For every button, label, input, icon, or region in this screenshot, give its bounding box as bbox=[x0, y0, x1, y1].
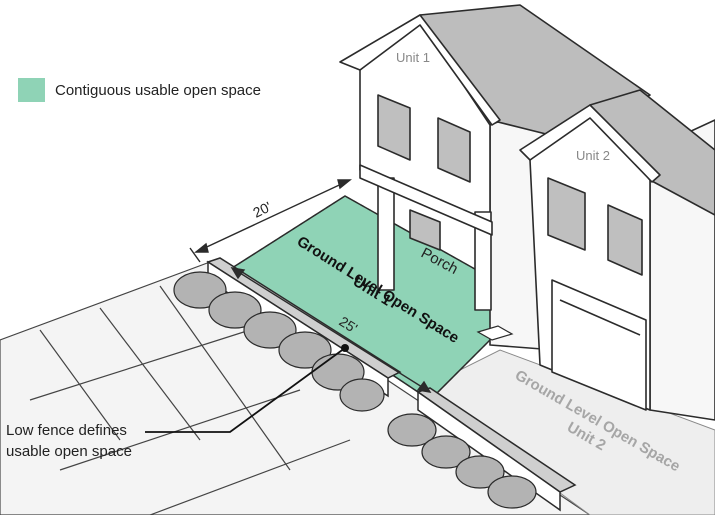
porch-steps bbox=[476, 325, 514, 341]
unit2-ground bbox=[419, 349, 715, 516]
label-unit1-house: Unit 1 bbox=[396, 50, 430, 65]
house-unit-2 bbox=[519, 89, 715, 421]
fence-callout: Low fence defines usable open space bbox=[6, 420, 132, 462]
legend-swatch bbox=[18, 78, 45, 102]
callout-line-1: Low fence defines bbox=[6, 422, 127, 439]
legend-label: Contiguous usable open space bbox=[55, 81, 261, 99]
label-dim-width: 20' bbox=[250, 198, 273, 220]
dimension-20ft bbox=[189, 179, 352, 263]
callout-line-2: usable open space bbox=[6, 443, 132, 460]
label-unit2-house: Unit 2 bbox=[576, 148, 610, 163]
dimension-25ft bbox=[230, 267, 432, 393]
fence-callout-leader bbox=[145, 344, 349, 433]
legend: Contiguous usable open space bbox=[18, 78, 261, 102]
shrubs-unit2 bbox=[387, 413, 537, 509]
